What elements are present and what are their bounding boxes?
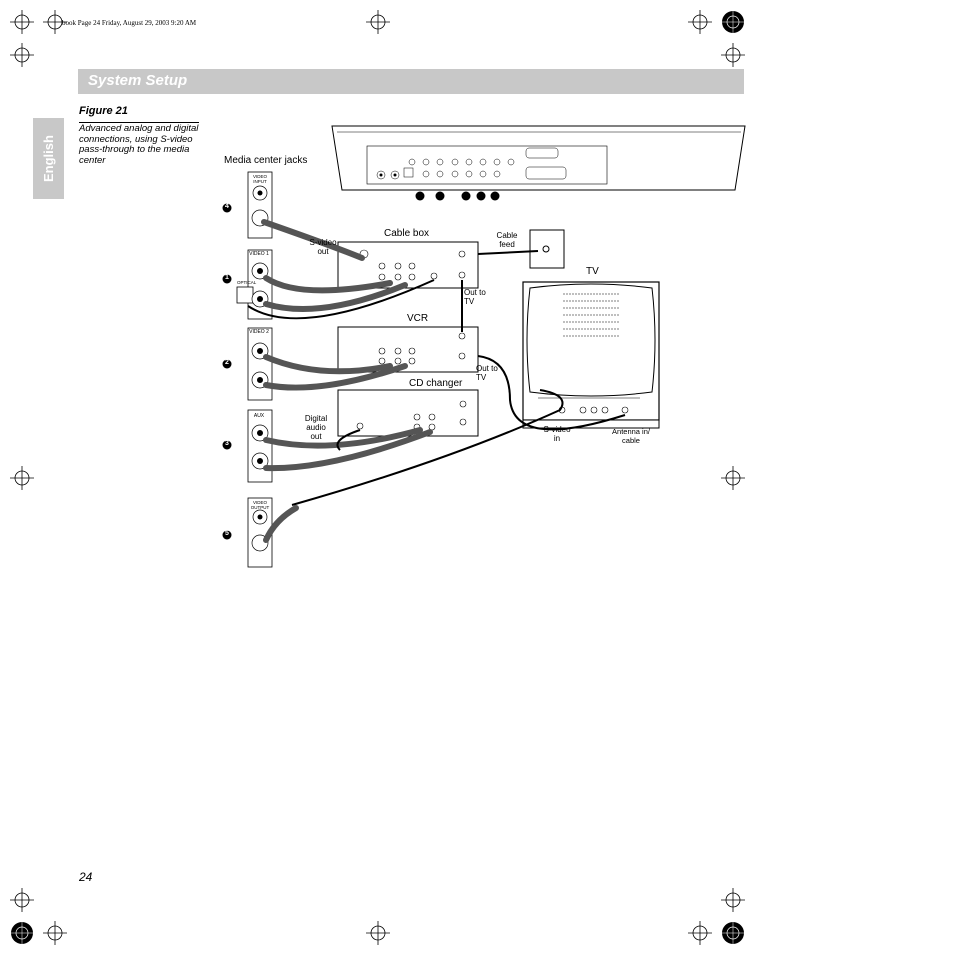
registration-crosshair-icon xyxy=(721,43,745,67)
registration-crosshair-icon xyxy=(721,466,745,490)
registration-target-icon xyxy=(11,922,33,944)
video1-jack-label: VIDEO 1 xyxy=(249,251,269,257)
video-output-jack-label: VIDEO OUTPUT xyxy=(250,500,270,510)
registration-crosshair-icon xyxy=(366,10,390,34)
registration-crosshair-icon xyxy=(688,10,712,34)
registration-crosshair-icon xyxy=(10,466,34,490)
vcr-label: VCR xyxy=(407,313,429,324)
cd-changer-label: CD changer xyxy=(409,378,463,389)
figure-label: Figure 21 xyxy=(79,105,128,117)
registration-crosshair-icon xyxy=(43,10,67,34)
cable-feed-label: Cable feed xyxy=(496,231,518,249)
digital-audio-out-label: Digital audio out xyxy=(304,414,328,441)
marker-4-label: 4 xyxy=(225,203,229,210)
registration-target-icon xyxy=(722,922,744,944)
s-video-out-label: S-video out xyxy=(309,238,337,256)
registration-crosshair-icon xyxy=(10,888,34,912)
optical-jack xyxy=(236,286,254,304)
marker-2-label: 2 xyxy=(225,359,229,366)
registration-crosshair-icon xyxy=(688,921,712,945)
marker-3-label: 3 xyxy=(225,440,229,447)
antenna-cable-label: Antenna in/ cable xyxy=(612,427,650,445)
video-input-jack-label: VIDEO INPUT xyxy=(252,174,267,184)
language-tab xyxy=(33,118,64,199)
registration-crosshair-icon xyxy=(721,888,745,912)
registration-crosshair-icon xyxy=(10,10,34,34)
out-to-tv-label-1: Out to TV xyxy=(464,288,486,306)
out-to-tv-label-2: Out to TV xyxy=(476,364,498,382)
figure-rule xyxy=(79,122,199,123)
marker-5-label: 5 xyxy=(225,530,229,537)
jack-number-markers xyxy=(222,203,232,540)
video2-jack-panel xyxy=(247,327,273,401)
panel-number-markers xyxy=(415,191,500,201)
video2-jack-label: VIDEO 2 xyxy=(249,329,269,335)
registration-target-icon xyxy=(722,11,744,33)
tv-outline xyxy=(522,281,660,429)
tv-label: TV xyxy=(586,266,599,277)
registration-crosshair-icon xyxy=(10,43,34,67)
page-title: System Setup xyxy=(88,72,188,89)
figure-caption: Advanced analog and digital connections,… xyxy=(79,123,199,166)
video-input-jack-panel xyxy=(247,171,273,239)
cable-box-label: Cable box xyxy=(384,228,430,239)
title-bar xyxy=(78,69,744,94)
media-center-jacks-label: Media center jacks xyxy=(224,155,308,166)
marker-1-label: 1 xyxy=(225,274,229,281)
vcr-panel xyxy=(337,326,479,373)
s-video-in-label: S-video in xyxy=(543,425,571,443)
optical-jack-label: OPTICAL xyxy=(237,280,257,285)
cable-feed-box xyxy=(529,229,565,269)
registration-crosshair-icon xyxy=(43,921,67,945)
registration-crosshair-icon xyxy=(366,921,390,945)
page-number: 24 xyxy=(79,870,93,884)
aux-jack-label: AUX xyxy=(253,413,265,419)
media-center-rear-panel xyxy=(331,125,746,201)
cable-box-panel xyxy=(337,241,479,289)
aux-jack-panel xyxy=(247,409,273,483)
print-header-note: book Page 24 Friday, August 29, 2003 9:2… xyxy=(62,19,197,27)
